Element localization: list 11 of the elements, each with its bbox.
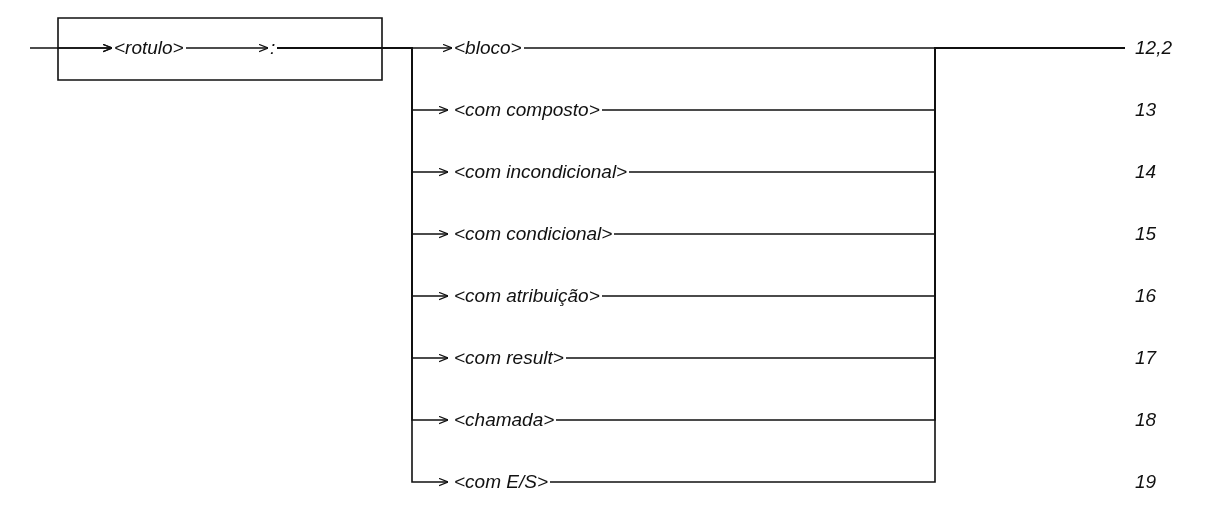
- reference-number: 19: [1135, 470, 1157, 494]
- connector-line: [549, 47, 1126, 483]
- reference-number: 12,2: [1135, 36, 1172, 60]
- reference-number: 16: [1135, 284, 1157, 308]
- arrow: [185, 43, 269, 53]
- reference-number: 18: [1135, 408, 1157, 432]
- reference-number: 14: [1135, 160, 1157, 184]
- reference-number: 15: [1135, 222, 1157, 246]
- reference-number: 13: [1135, 98, 1157, 122]
- reference-number: 17: [1135, 346, 1157, 370]
- loop-arrow: [57, 17, 383, 53]
